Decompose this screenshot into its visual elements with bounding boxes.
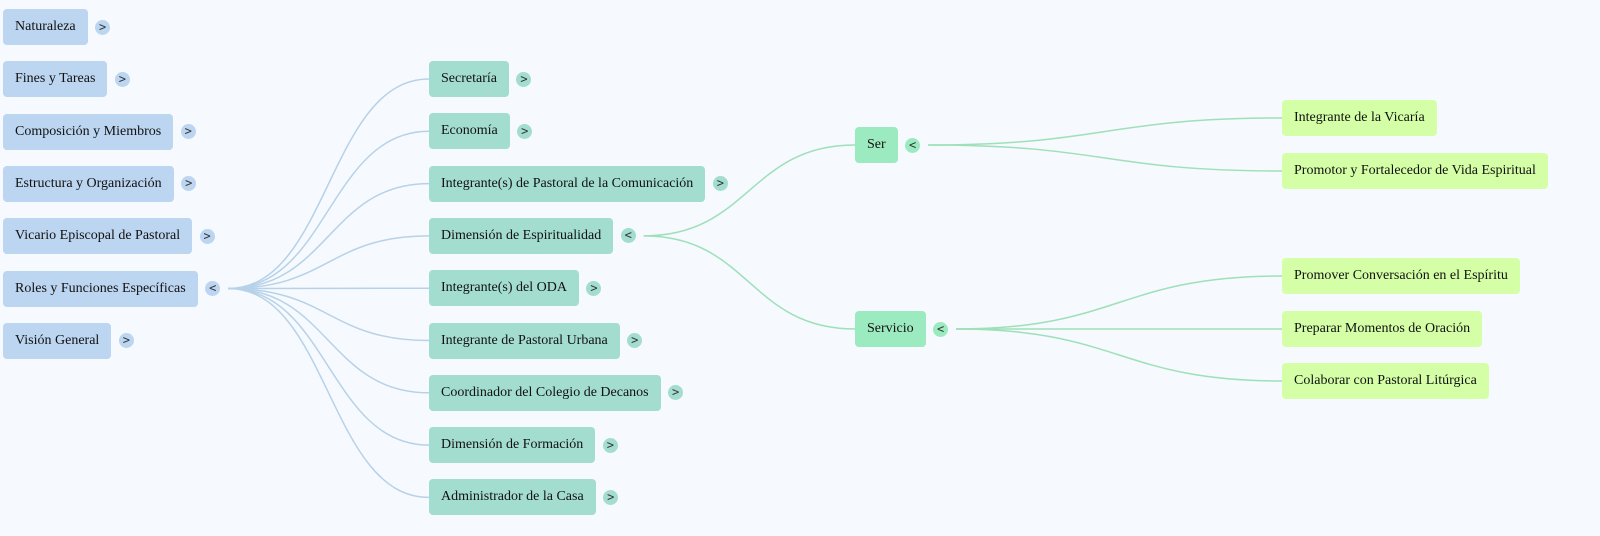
node-servicio[interactable]: Servicio <box>855 311 926 347</box>
expand-toggle-icon[interactable]: > <box>516 71 532 87</box>
collapse-toggle-icon[interactable]: < <box>933 321 949 337</box>
node-label: Integrante de Pastoral Urbana <box>441 332 608 348</box>
node-integrante-de-pastoral-urbana[interactable]: Integrante de Pastoral Urbana <box>429 322 620 359</box>
node-label: Coordinador del Colegio de Decanos <box>441 384 649 400</box>
node-promover-conversacion-en-el-espiritu[interactable]: Promover Conversación en el Espíritu <box>1282 258 1520 294</box>
node-label: Ser <box>867 137 886 152</box>
expand-toggle-icon[interactable]: > <box>668 385 684 401</box>
link-line <box>956 275 1283 330</box>
node-secretaria[interactable]: Secretaría <box>429 61 509 97</box>
node-label: Naturaleza <box>15 19 76 34</box>
link-line <box>643 235 856 330</box>
node-roles-y-funciones-especificas[interactable]: Roles y Funciones Específicas <box>3 270 198 307</box>
node-label: Fines y Tareas <box>15 71 96 87</box>
node-label: Preparar Momentos de Oración <box>1294 321 1471 336</box>
link-line <box>928 144 1283 172</box>
node-label: Colaborar con Pastoral Litúrgica <box>1294 373 1477 388</box>
link-line <box>643 144 856 237</box>
node-label: Integrante(s) de Pastoral de la Comunica… <box>441 175 694 191</box>
node-administrador-de-la-casa[interactable]: Administrador de la Casa <box>429 479 596 516</box>
node-economia[interactable]: Economía <box>429 113 510 150</box>
node-label: Dimensión de Formación <box>441 437 584 453</box>
link-line <box>228 287 430 394</box>
expand-toggle-icon[interactable]: > <box>602 437 618 453</box>
node-composicion-y-miembros[interactable]: Composición y Miembros <box>3 113 174 150</box>
collapse-toggle-icon[interactable]: < <box>205 281 221 296</box>
node-promotor-y-fortalecedor-de-vida-espiritual[interactable]: Promotor y Fortalecedor de Vida Espiritu… <box>1282 153 1548 189</box>
node-integrante-de-la-vicaria[interactable]: Integrante de la Vicaría <box>1282 100 1437 136</box>
link-line <box>228 235 430 290</box>
expand-toggle-icon[interactable]: > <box>199 228 215 244</box>
node-label: Vicario Episcopal de Pastoral <box>15 228 181 244</box>
expand-toggle-icon[interactable]: > <box>712 176 728 192</box>
expand-toggle-icon[interactable]: > <box>114 71 130 87</box>
node-integrante-s-de-pastoral-de-la-comunicacion[interactable]: Integrante(s) de Pastoral de la Comunica… <box>429 165 706 202</box>
link-line <box>228 182 430 290</box>
node-naturaleza[interactable]: Naturaleza <box>3 9 88 45</box>
node-coordinador-del-colegio-de-decanos[interactable]: Coordinador del Colegio de Decanos <box>429 374 661 411</box>
node-vicario-episcopal-de-pastoral[interactable]: Vicario Episcopal de Pastoral <box>3 218 193 255</box>
node-vision-general[interactable]: Visión General <box>3 322 112 359</box>
expand-toggle-icon[interactable]: > <box>517 123 533 139</box>
node-label: Secretaría <box>441 71 497 86</box>
collapse-toggle-icon[interactable]: < <box>905 137 921 153</box>
expand-toggle-icon[interactable]: > <box>180 124 196 140</box>
link-line <box>228 78 430 290</box>
node-label: Dimensión de Espiritualidad <box>441 227 602 243</box>
node-dimension-de-formacion[interactable]: Dimensión de Formación <box>429 427 596 464</box>
link-line <box>228 130 430 290</box>
node-label: Promotor y Fortalecedor de Vida Espiritu… <box>1294 163 1536 178</box>
node-integrante-s-del-oda[interactable]: Integrante(s) del ODA <box>429 270 579 307</box>
expand-toggle-icon[interactable]: > <box>118 333 134 349</box>
node-dimension-de-espiritualidad[interactable]: Dimensión de Espiritualidad <box>429 217 614 254</box>
node-estructura-y-organizacion[interactable]: Estructura y Organización <box>3 165 174 202</box>
link-line <box>928 117 1283 146</box>
node-label: Estructura y Organización <box>15 175 162 191</box>
node-label: Servicio <box>867 321 914 336</box>
node-preparar-momentos-de-oracion[interactable]: Preparar Momentos de Oración <box>1282 311 1483 347</box>
collapse-toggle-icon[interactable]: < <box>620 228 636 244</box>
expand-toggle-icon[interactable]: > <box>181 176 197 192</box>
expand-toggle-icon[interactable]: > <box>627 333 643 348</box>
node-label: Integrante de la Vicaría <box>1294 110 1425 125</box>
node-label: Roles y Funciones Específicas <box>15 280 186 296</box>
node-ser[interactable]: Ser <box>855 127 898 163</box>
expand-toggle-icon[interactable]: > <box>603 489 619 505</box>
expand-toggle-icon[interactable]: > <box>586 280 602 296</box>
link-line <box>228 287 430 342</box>
node-label: Visión General <box>15 332 100 348</box>
link-line <box>228 287 430 446</box>
node-fines-y-tareas[interactable]: Fines y Tareas <box>3 61 108 98</box>
node-label: Integrante(s) del ODA <box>441 280 567 296</box>
node-label: Composición y Miembros <box>15 123 162 139</box>
link-line <box>228 287 430 499</box>
node-label: Administrador de la Casa <box>441 489 584 505</box>
node-label: Promover Conversación en el Espíritu <box>1294 268 1508 283</box>
node-label: Economía <box>441 123 498 139</box>
expand-toggle-icon[interactable]: > <box>95 19 111 35</box>
node-colaborar-con-pastoral-liturgica[interactable]: Colaborar con Pastoral Litúrgica <box>1282 363 1489 399</box>
link-line <box>956 328 1283 382</box>
